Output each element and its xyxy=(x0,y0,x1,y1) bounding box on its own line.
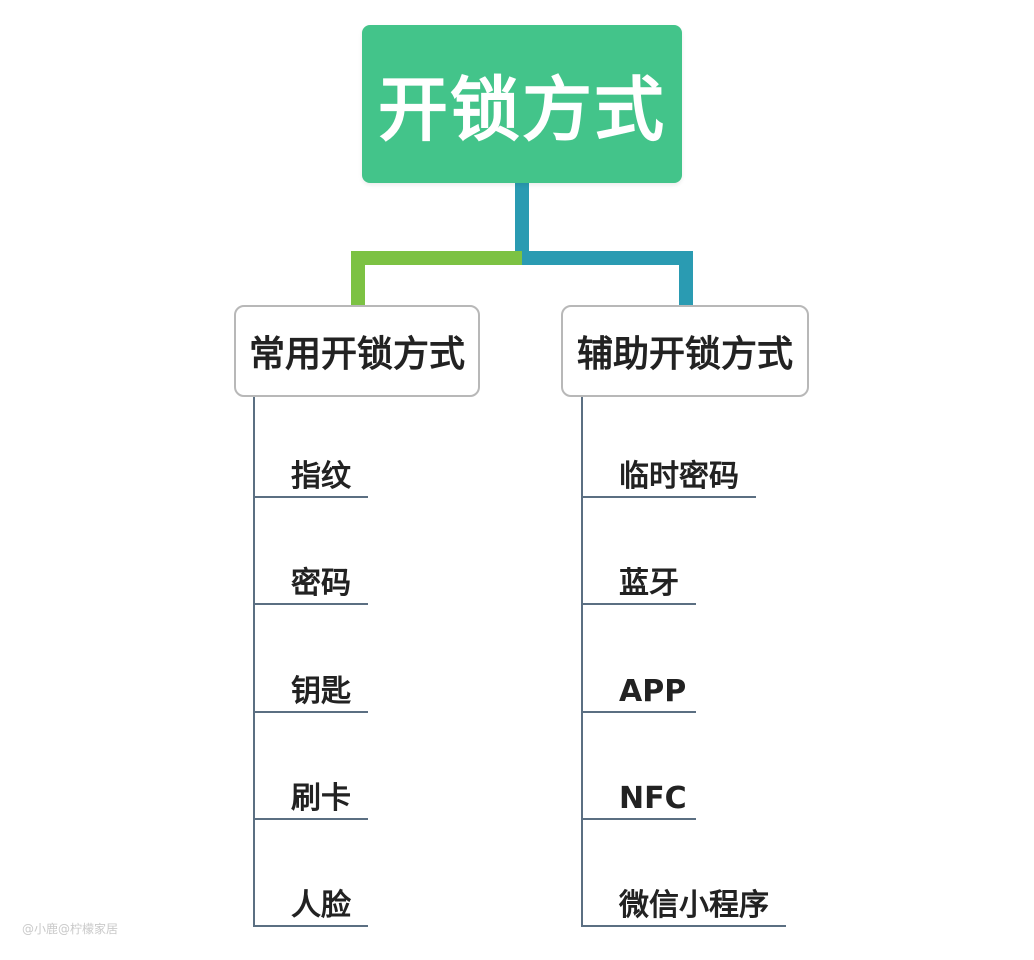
branch-label-auxiliary: 辅助开锁方式 xyxy=(576,334,793,375)
list-item: APP xyxy=(581,673,696,713)
list-item: 临时密码 xyxy=(581,458,756,498)
list-item: 蓝牙 xyxy=(581,565,696,605)
watermark: @小鹿@柠檬家居 xyxy=(22,922,119,936)
branch-label-common: 常用开锁方式 xyxy=(248,334,465,375)
branch-node-common: 常用开锁方式 xyxy=(234,305,480,397)
branch-node-auxiliary: 辅助开锁方式 xyxy=(561,305,809,397)
list-item: NFC xyxy=(581,780,696,820)
right-branch-spine xyxy=(581,397,583,927)
list-item: 刷卡 xyxy=(253,780,368,820)
list-item: 人脸 xyxy=(253,887,368,927)
list-item: 微信小程序 xyxy=(581,887,786,927)
root-label: 开锁方式 xyxy=(378,68,666,151)
list-item: 指纹 xyxy=(253,458,368,498)
list-item: 钥匙 xyxy=(253,673,368,713)
list-item: 密码 xyxy=(253,565,368,605)
left-branch-spine xyxy=(253,397,255,927)
root-node: 开锁方式 xyxy=(362,25,682,183)
